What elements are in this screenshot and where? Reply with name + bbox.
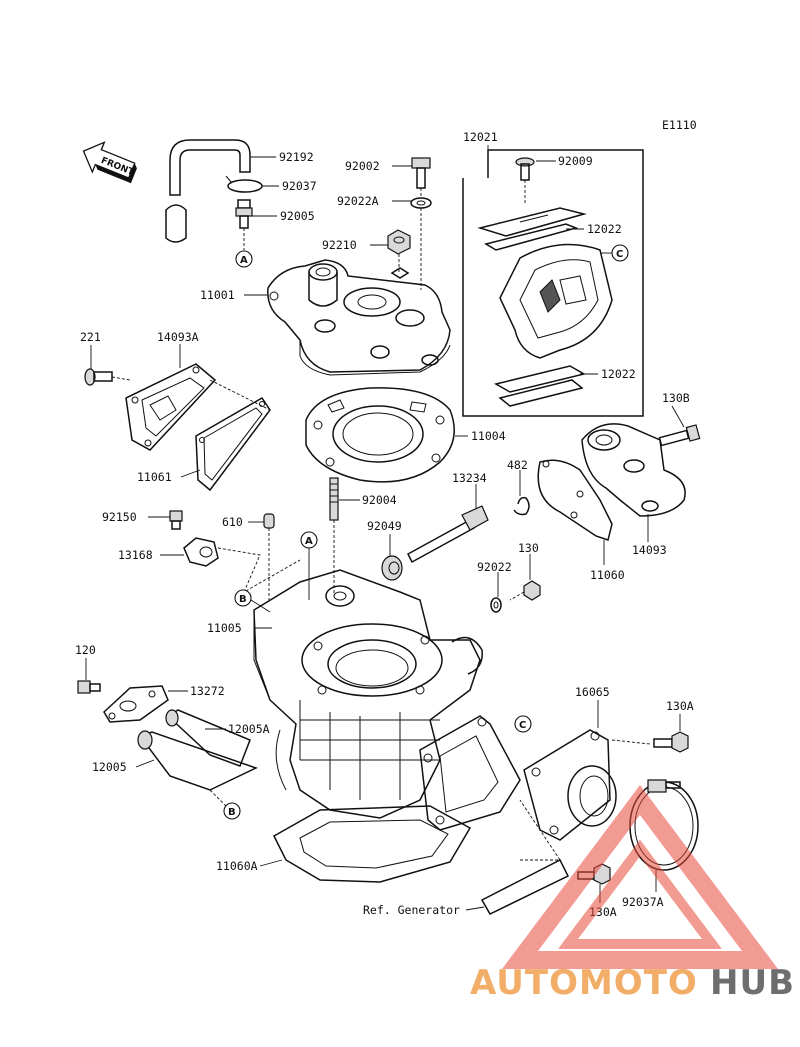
part-label-92210: 92210 xyxy=(322,238,357,252)
part-label-12022-lower: 12022 xyxy=(601,367,636,381)
part-label-130: 130 xyxy=(518,541,539,555)
washer-92022 xyxy=(490,597,502,613)
part-label-92049: 92049 xyxy=(367,519,402,533)
part-label-11005: 11005 xyxy=(207,621,242,635)
part-label-14093a: 14093A xyxy=(157,330,199,344)
part-label-130b: 130B xyxy=(662,391,690,405)
svg-text:A: A xyxy=(305,536,313,547)
shaft-13234 xyxy=(407,505,489,564)
ref-marker-c-lower: C xyxy=(514,715,532,733)
part-label-92150: 92150 xyxy=(102,510,137,524)
bolt-130a-right xyxy=(653,731,689,753)
carburetor-holder-16065 xyxy=(523,729,617,841)
part-label-120: 120 xyxy=(75,643,96,657)
gasket-11061 xyxy=(195,396,271,492)
lever-13168 xyxy=(183,537,219,567)
reed-valve-block xyxy=(499,243,613,359)
part-label-92192: 92192 xyxy=(279,150,314,164)
ref-marker-c-upper: C xyxy=(611,244,629,262)
clamp-92037 xyxy=(225,175,263,193)
part-label-92009: 92009 xyxy=(558,154,593,168)
part-label-92004: 92004 xyxy=(362,493,397,507)
circlip-482 xyxy=(513,496,530,516)
gasket-11060 xyxy=(537,459,613,541)
clamp-92037a xyxy=(629,779,699,871)
svg-text:C: C xyxy=(616,249,623,260)
bolt-130 xyxy=(509,580,541,601)
part-label-13168: 13168 xyxy=(118,548,153,562)
cover-14093 xyxy=(581,423,686,517)
cylinder-head-11001 xyxy=(267,259,451,376)
part-label-12022-upper: 12022 xyxy=(587,222,622,236)
part-label-12005: 12005 xyxy=(92,760,127,774)
cylinder-11005 xyxy=(253,569,483,819)
ref-marker-b-cylinder: B xyxy=(234,589,252,607)
reed-valve-group-box xyxy=(462,145,644,417)
fitting-92005 xyxy=(235,199,253,250)
breather-hose xyxy=(165,139,251,243)
screw-120 xyxy=(77,680,101,694)
part-label-92037a: 92037A xyxy=(622,895,664,909)
washer-92022a xyxy=(410,197,432,209)
screw-221 xyxy=(84,368,131,386)
bolt-130b xyxy=(658,424,701,447)
ref-marker-a: A xyxy=(235,250,253,268)
screw-92150 xyxy=(169,510,183,530)
reed-petal-upper xyxy=(477,207,587,251)
part-label-610: 610 xyxy=(222,515,243,529)
part-label-11001: 11001 xyxy=(200,288,235,302)
generator-reference-pipe xyxy=(480,799,570,915)
exhaust-valve-12005 xyxy=(137,730,258,807)
ref-generator-label: Ref. Generator xyxy=(363,903,460,917)
svg-text:B: B xyxy=(228,807,236,818)
seal-92049 xyxy=(381,555,403,581)
diagram-code: E1110 xyxy=(662,118,697,132)
cover-14093a xyxy=(125,363,217,451)
ref-marker-a-cylinder: A xyxy=(300,531,318,549)
base-gasket-11060a xyxy=(273,805,472,883)
screw-92009 xyxy=(515,157,535,204)
part-label-12021: 12021 xyxy=(463,130,498,144)
automotohub-watermark-logo xyxy=(502,785,778,969)
part-label-92022a: 92022A xyxy=(337,194,379,208)
part-label-11060a: 11060A xyxy=(216,859,258,873)
exhaust-valve-12005a xyxy=(165,709,251,767)
part-label-16065: 16065 xyxy=(575,685,610,699)
pin-610 xyxy=(263,513,275,600)
gasket-13272 xyxy=(103,685,169,723)
part-label-92022: 92022 xyxy=(477,560,512,574)
watermark-text-dark: HUB xyxy=(710,963,795,1003)
bolt-92002 xyxy=(411,157,431,198)
ref-marker-b-valve: B xyxy=(223,802,241,820)
part-label-221: 221 xyxy=(80,330,101,344)
stud-92004 xyxy=(329,477,339,596)
svg-text:A: A xyxy=(240,255,248,266)
part-label-14093: 14093 xyxy=(632,543,667,557)
svg-text:C: C xyxy=(519,720,526,731)
part-label-11004: 11004 xyxy=(471,429,506,443)
svg-text:B: B xyxy=(239,594,247,605)
reed-petal-lower xyxy=(493,365,587,407)
intake-port-block xyxy=(419,715,521,831)
part-label-11060: 11060 xyxy=(590,568,625,582)
front-arrow-icon: FRONT xyxy=(82,141,137,184)
part-label-92002: 92002 xyxy=(345,159,380,173)
part-label-13234: 13234 xyxy=(452,471,487,485)
part-label-12005a: 12005A xyxy=(228,722,270,736)
part-label-130a-right: 130A xyxy=(666,699,694,713)
part-label-92037: 92037 xyxy=(282,179,317,193)
part-label-13272: 13272 xyxy=(190,684,225,698)
nut-92210 xyxy=(387,229,411,279)
head-gasket-11004 xyxy=(305,387,455,483)
part-label-11061: 11061 xyxy=(137,470,172,484)
watermark-text-colored: AUTOMOTO xyxy=(470,963,698,1003)
part-label-92005: 92005 xyxy=(280,209,315,223)
part-label-482: 482 xyxy=(507,458,528,472)
